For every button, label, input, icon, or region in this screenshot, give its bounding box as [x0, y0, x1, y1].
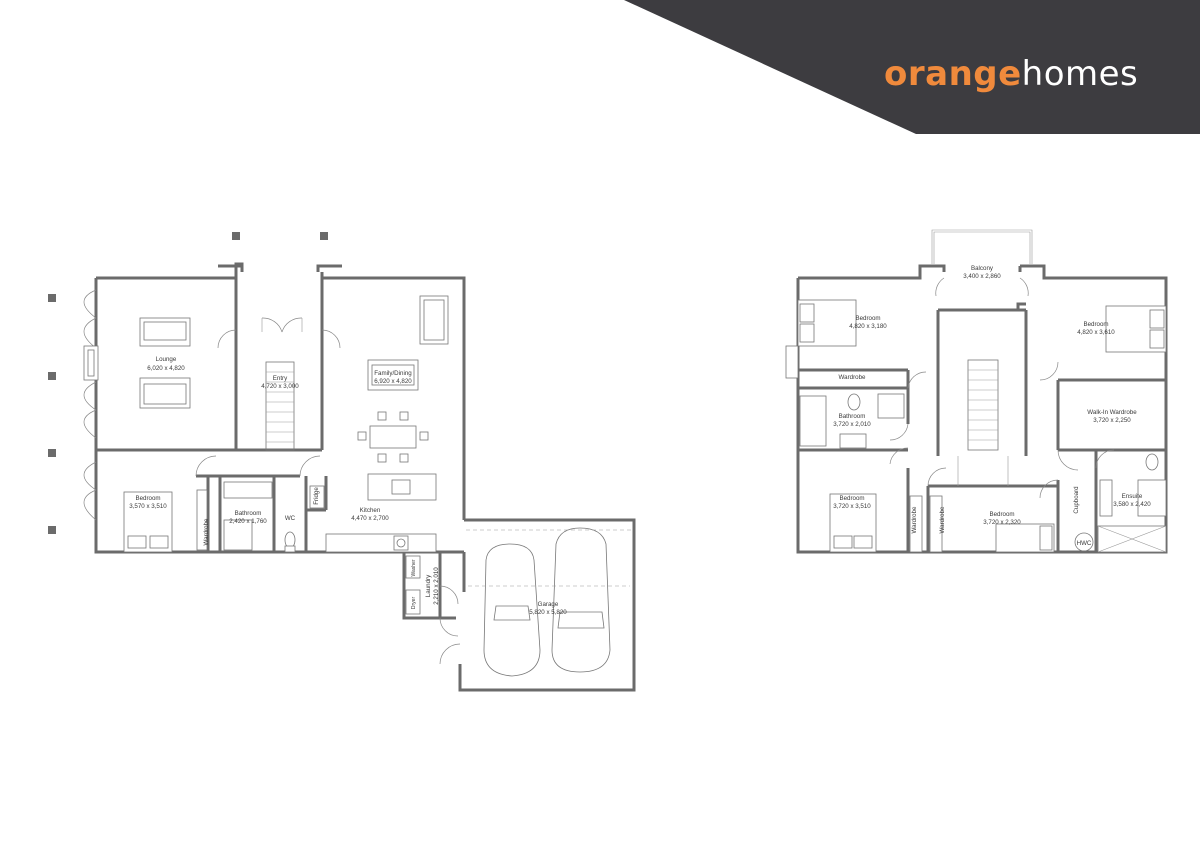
- label-wardrobe-2: Wardrobe: [911, 506, 918, 533]
- label-washer: Washer: [411, 559, 417, 576]
- room-size-garage: 5,820 x 5,820: [529, 609, 567, 616]
- balcony: [931, 229, 1033, 264]
- room-name-family: Family/Dining: [374, 370, 412, 377]
- room-name-garage: Garage: [538, 601, 559, 608]
- room-name-bedroom3: Bedroom: [839, 495, 864, 502]
- room-name-laundry: Laundry: [425, 574, 432, 597]
- ground-stair: [265, 361, 295, 451]
- brand-logo: orangehomes: [884, 52, 1138, 96]
- label-dryer: Dryer: [411, 597, 417, 610]
- room-size-bedroom2: 4,820 x 3,610: [1077, 329, 1115, 336]
- room-name-bedroom: Bedroom: [135, 495, 160, 502]
- room-size-balcony: 3,400 x 2,860: [963, 273, 1001, 280]
- room-name-entry: Entry: [273, 375, 288, 382]
- first-furniture: [797, 299, 1167, 553]
- label-wardrobe: Wardrobe: [203, 518, 210, 545]
- kitchen-fittings: [309, 473, 437, 553]
- room-size-kitchen: 4,470 x 2,700: [351, 515, 389, 522]
- first-doors: [889, 277, 1115, 499]
- lounge-sofas: [139, 317, 191, 409]
- family-furniture: [357, 295, 449, 463]
- room-size-walkin: 3,720 x 2,250: [1093, 417, 1131, 424]
- pillar: [48, 372, 56, 380]
- garage-cars: [466, 527, 632, 677]
- room-name-bedroom2: Bedroom: [1083, 321, 1108, 328]
- label-wardrobe-3: Wardrobe: [939, 506, 946, 533]
- pillar: [48, 526, 56, 534]
- pillar: [48, 449, 56, 457]
- brand-word-homes: homes: [1021, 54, 1139, 94]
- room-size-family: 6,920 x 4,820: [374, 378, 412, 385]
- room-name-balcony: Balcony: [971, 265, 994, 272]
- room-name-kitchen: Kitchen: [360, 507, 381, 514]
- room-name-ensuite: Ensuite: [1122, 493, 1143, 500]
- room-size-bathroom: 2,420 x 1,760: [229, 518, 267, 525]
- room-name-bedroom4: Bedroom: [989, 511, 1014, 518]
- room-size-bedroom: 3,570 x 3,510: [129, 503, 167, 510]
- label-fridge: Fridge: [313, 487, 320, 505]
- room-size-bathroom: 3,720 x 2,010: [833, 421, 871, 428]
- room-name-bedroom1: Bedroom: [855, 315, 880, 322]
- room-size-bedroom1: 4,820 x 3,180: [849, 323, 887, 330]
- pillar: [48, 294, 56, 302]
- room-name-bathroom: Bathroom: [235, 510, 262, 517]
- pillar: [232, 232, 240, 240]
- room-size-laundry: 2,210 x 2,010: [433, 567, 440, 605]
- room-size-bedroom3: 3,720 x 3,510: [833, 503, 871, 510]
- entry-doors: [195, 317, 341, 477]
- pillar: [320, 232, 328, 240]
- lounge-glazing: [83, 289, 99, 521]
- room-name-wc: WC: [285, 515, 296, 522]
- room-name-lounge: Lounge: [156, 356, 177, 363]
- label-wardrobe-1: Wardrobe: [839, 374, 866, 381]
- first-room-labels: Balcony 3,400 x 2,860 Bedroom 4,820 x 3,…: [833, 265, 1151, 547]
- label-cupboard: Cupboard: [1073, 486, 1080, 514]
- first-outer-walls: [785, 264, 1168, 554]
- ground-bedroom-furniture: [123, 489, 208, 553]
- laundry-fittings: [405, 555, 461, 665]
- brand-word-orange: orange: [884, 54, 1022, 94]
- room-size-ensuite: 3,580 x 2,420: [1113, 501, 1151, 508]
- first-stair: [957, 359, 1009, 486]
- room-size-lounge: 6,020 x 4,820: [147, 365, 185, 372]
- room-name-bathroom: Bathroom: [839, 413, 866, 420]
- room-size-entry: 4,720 x 3,000: [261, 383, 299, 390]
- ground-bathroom-fittings: [223, 481, 296, 553]
- room-size-bedroom4: 3,720 x 2,320: [983, 519, 1021, 526]
- ground-room-labels: Lounge 6,020 x 4,820 Entry 4,720 x 3,000…: [129, 356, 567, 616]
- label-hwc: HWC: [1077, 540, 1092, 547]
- room-name-walkin: Walk-In Wardrobe: [1087, 409, 1137, 416]
